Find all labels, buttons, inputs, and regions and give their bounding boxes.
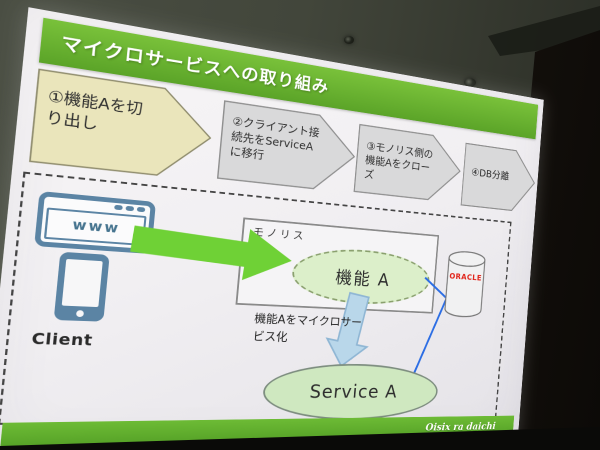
process-step-4: ④DB分離 bbox=[461, 143, 537, 214]
process-step-3-label: ③モノリス側の機能Aをクローズ bbox=[363, 139, 436, 189]
database-cylinder-icon bbox=[443, 249, 487, 319]
database-icon: ORACLE bbox=[443, 249, 487, 319]
process-step-2: ②クライアント接続先をServiceAに移行 bbox=[217, 100, 358, 193]
presentation-slide: マイクロサービスへの取り組み ①機能Aを切り出し ②クライアント接続先をServ… bbox=[0, 7, 544, 450]
service-a-label: Service A bbox=[309, 381, 398, 402]
transition-annotation: 機能Aをマイクロサービス化 bbox=[252, 311, 367, 348]
process-step-3: ③モノリス側の機能Aをクローズ bbox=[354, 124, 463, 204]
architecture-diagram: www Client モノリス 機能 A bbox=[0, 172, 512, 425]
ceiling-screw-icon bbox=[344, 36, 354, 44]
db-connector-line bbox=[413, 277, 448, 375]
